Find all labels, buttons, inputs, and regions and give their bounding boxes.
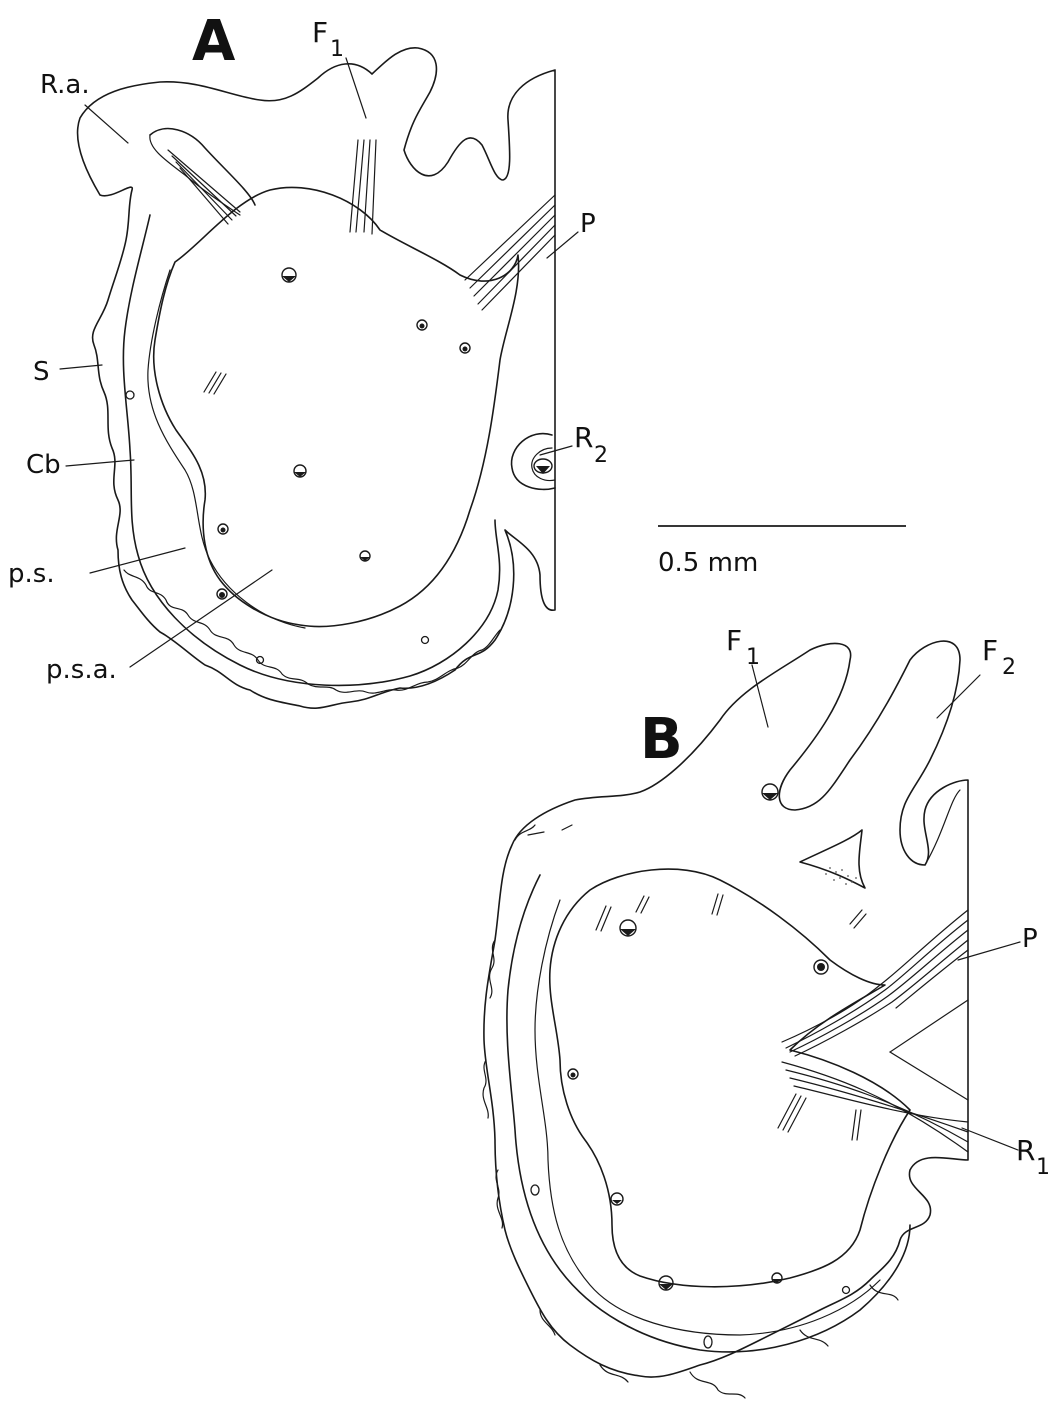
label-b-f1-sub: 1 [746,645,760,670]
panel-b-leader-lines [752,665,1020,1150]
label-r1-sub: 1 [1036,1155,1050,1180]
label-s: S [33,357,50,387]
label-r2-sub: 2 [594,443,608,468]
label-a-f1-sub: 1 [330,37,344,62]
label-b-f2-sub: 2 [1002,655,1016,680]
panel-a-letter: A [192,9,236,74]
label-a-f1-base: F [312,16,328,49]
panel-b-border-tick [528,825,572,835]
panel-b-f2-fold [925,790,960,865]
panel-a-ps-inner-border [148,270,305,628]
scale-bar-label: 0.5 mm [658,548,758,578]
panel-b-cb-layer [507,875,910,1352]
panel-b-r1-fibres [782,1000,968,1152]
panel-a-psa-outline [154,187,519,626]
panel-a: A [8,9,608,708]
label-cb: Cb [26,450,61,480]
panel-a-f1-fibres [350,140,376,234]
panel-b-outer-outline [484,641,968,1377]
panel-a-outer-outline [78,48,555,708]
label-a-p: P [580,209,596,239]
label-ra: R.a. [40,70,90,100]
panel-a-ra-fibres [168,150,240,224]
label-ps: p.s. [8,559,55,589]
label-b-p: P [1022,924,1038,954]
panel-a-hatch-marks [204,372,226,394]
panel-a-crenellated-border [124,570,500,693]
panel-a-cell-nuclei [126,268,470,664]
panel-b-psa-outline [550,869,910,1287]
label-b-f1-base: F [726,624,742,657]
panel-a-cb-layer [123,215,499,685]
panel-b-triangular-organ [800,830,865,888]
panel-b-hatch-marks [596,894,866,1140]
panel-b-letter: B [640,707,683,772]
panel-a-p-fibres [465,195,555,310]
panel-a-r2-organ [512,434,555,490]
label-psa: p.s.a. [46,655,117,685]
scale-bar: 0.5 mm [658,526,906,578]
panel-b: B [483,624,1050,1398]
label-r2-base: R [574,421,593,454]
label-b-f2-base: F [982,634,998,667]
panel-a-ra-fold-inner [150,135,240,215]
panel-b-cell-nuclei [531,784,850,1348]
label-r1-base: R [1016,1134,1035,1167]
